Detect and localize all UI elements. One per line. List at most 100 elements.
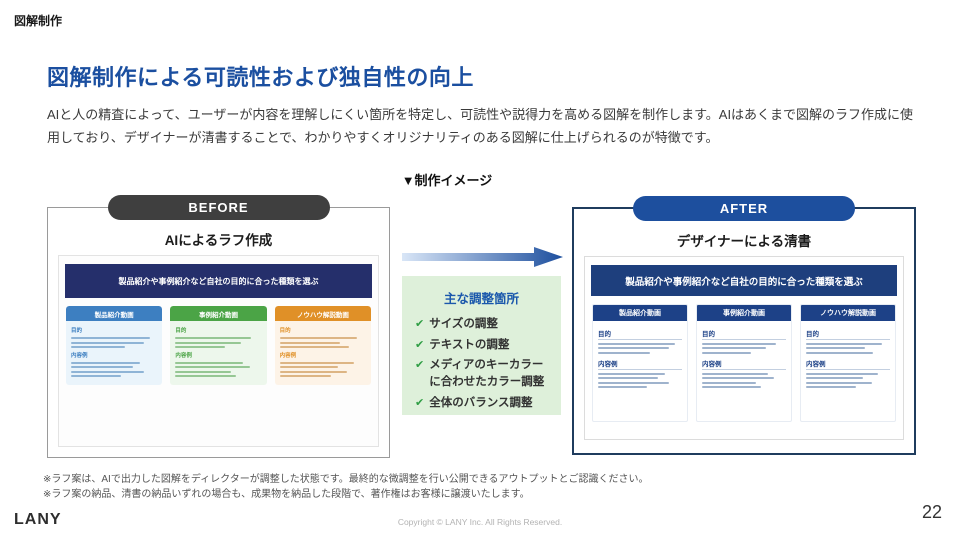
text-line-placeholder (598, 347, 669, 350)
text-line-placeholder (175, 370, 231, 373)
copyright-text: Copyright © LANY Inc. All Rights Reserve… (397, 517, 563, 527)
adjustment-item: ✔サイズの調整 (415, 316, 553, 334)
text-line-placeholder (279, 346, 349, 349)
adjustment-item-label: テキストの調整 (429, 338, 510, 351)
text-line-placeholder (175, 337, 252, 340)
after-panel: AFTER デザイナーによる清書 製品紹介や事例紹介など自社の目的に合った種類を… (572, 196, 916, 455)
adjustment-item-label: メディアのキーカラーに合わせたカラー調整 (429, 359, 545, 389)
before-card-title: 製品紹介動画 (66, 306, 163, 321)
text-line-placeholder (279, 341, 341, 344)
text-line-placeholder (806, 381, 872, 384)
after-card-section-label: 目的 (806, 328, 890, 340)
after-card-section-label: 内容例 (702, 358, 786, 370)
after-card-section-label: 内容例 (806, 358, 890, 370)
before-card: 製品紹介動画目的内容例 (66, 306, 163, 385)
text-line-placeholder (71, 375, 122, 378)
before-diagram-banner: 製品紹介や事例紹介など自社の目的に合った種類を選ぶ (65, 264, 372, 298)
lany-logo: LANY (14, 511, 62, 528)
text-line-placeholder (806, 351, 874, 354)
before-card-title: 事例紹介動画 (170, 306, 267, 321)
footnote: ※ラフ案は、AIで出力した図解をディレクターが調整した状態です。最終的な微調整を… (43, 474, 649, 485)
footnote: ※ラフ案の納品、清書の納品いずれの場合も、成果物を納品した段階で、著作権はお客様… (43, 489, 530, 500)
text-line-placeholder (71, 361, 141, 364)
page-description: AIと人の精査によって、ユーザーが内容を理解しにくい箇所を特定し、可読性や説得力… (47, 107, 914, 146)
check-icon: ✔ (415, 359, 425, 372)
text-line-placeholder (175, 366, 250, 369)
after-card-body: 目的内容例 (593, 321, 687, 395)
text-line-placeholder (175, 346, 226, 349)
before-card: 事例紹介動画目的内容例 (170, 306, 267, 385)
after-card: ノウハウ解説動画目的内容例 (800, 304, 896, 422)
text-line-placeholder (71, 337, 151, 340)
text-line-placeholder (598, 381, 669, 384)
after-card: 事例紹介動画目的内容例 (696, 304, 792, 422)
before-diagram: 製品紹介や事例紹介など自社の目的に合った種類を選ぶ 製品紹介動画目的内容例事例紹… (58, 255, 379, 447)
after-card-section-label: 内容例 (598, 358, 682, 370)
text-line-placeholder (702, 377, 775, 380)
after-heading: デザイナーによる清書 (676, 234, 812, 249)
before-card-section-label: 目的 (71, 328, 83, 334)
text-line-placeholder (175, 341, 241, 344)
text-line-placeholder (71, 366, 134, 369)
before-card-title: ノウハウ解説動画 (274, 306, 371, 321)
text-line-placeholder (598, 351, 651, 354)
before-to-after-arrow-icon (402, 245, 563, 269)
adjustment-item-label: 全体のバランス調整 (429, 396, 533, 409)
after-card-section-label: 目的 (702, 328, 786, 340)
adjustment-item: ✔全体のバランス調整 (415, 395, 553, 413)
before-card-section-label: 目的 (175, 328, 187, 334)
text-line-placeholder (702, 351, 751, 354)
before-diagram-cards: 製品紹介動画目的内容例事例紹介動画目的内容例ノウハウ解説動画目的内容例 (59, 298, 378, 385)
text-line-placeholder (279, 366, 339, 369)
text-line-placeholder (806, 377, 864, 380)
after-card-body: 目的内容例 (801, 321, 895, 395)
text-line-placeholder (598, 377, 659, 380)
text-line-placeholder (806, 347, 865, 350)
text-line-placeholder (806, 385, 857, 388)
text-line-placeholder (598, 343, 676, 345)
adjustment-item-label: サイズの調整 (429, 318, 498, 330)
text-line-placeholder (279, 375, 332, 378)
text-line-placeholder (702, 347, 766, 350)
adjustment-item: ✔ メディアのキーカラーに合わせたカラー調整 (415, 357, 553, 392)
before-card-section-label: 内容例 (279, 352, 297, 359)
text-line-placeholder (702, 372, 768, 375)
adjustments-title: 主な調整箇所 (443, 292, 519, 306)
after-card-section-label: 目的 (598, 328, 682, 340)
footnotes: ※ラフ案は、AIで出力した図解をディレクターが調整した状態です。最終的な微調整を… (43, 472, 649, 502)
before-card-body: 目的内容例 (275, 321, 371, 385)
before-heading: AIによるラフ作成 (164, 233, 273, 248)
page-eyebrow: 図解制作 (14, 14, 63, 28)
before-card-section-label: 内容例 (175, 352, 192, 359)
text-line-placeholder (702, 343, 776, 345)
after-card-title: 製品紹介動画 (593, 305, 687, 321)
text-line-placeholder (71, 346, 125, 349)
after-diagram: 製品紹介や事例紹介など自社の目的に合った種類を選ぶ 製品紹介動画目的内容例事例紹… (584, 256, 904, 440)
text-line-placeholder (71, 370, 144, 373)
section-label: ▼制作イメージ (401, 173, 493, 188)
page-number: 22 (921, 502, 942, 522)
text-line-placeholder (279, 337, 358, 340)
page-title: 図解制作による可読性および独自性の向上 (47, 65, 474, 90)
text-line-placeholder (598, 372, 666, 375)
adjustments-list: ✔サイズの調整 ✔ テキストの調整 ✔ メディアのキーカラーに合わせたカラー調整 ✔全体の… (402, 316, 561, 412)
before-card-section-label: 内容例 (71, 352, 88, 359)
after-card: 製品紹介動画目的内容例 (592, 304, 688, 422)
before-badge: BEFORE (107, 195, 330, 220)
text-line-placeholder (279, 361, 354, 364)
text-line-placeholder (806, 343, 882, 345)
before-card-body: 目的内容例 (66, 321, 162, 385)
text-line-placeholder (806, 372, 879, 375)
before-card-body: 目的内容例 (170, 321, 266, 385)
text-line-placeholder (279, 370, 347, 373)
text-line-placeholder (702, 381, 756, 384)
check-icon: ✔ (415, 338, 425, 351)
after-badge: AFTER (633, 196, 855, 221)
before-card-section-label: 目的 (279, 328, 291, 334)
after-diagram-banner: 製品紹介や事例紹介など自社の目的に合った種類を選ぶ (591, 265, 897, 296)
adjustment-item: ✔ テキストの調整 (415, 337, 553, 355)
text-line-placeholder (71, 341, 144, 344)
adjustments-box: 主な調整箇所 ✔サイズの調整 ✔ テキストの調整 ✔ メディアのキーカラーに合わせたカラ… (402, 276, 561, 415)
after-card-body: 目的内容例 (697, 321, 791, 395)
